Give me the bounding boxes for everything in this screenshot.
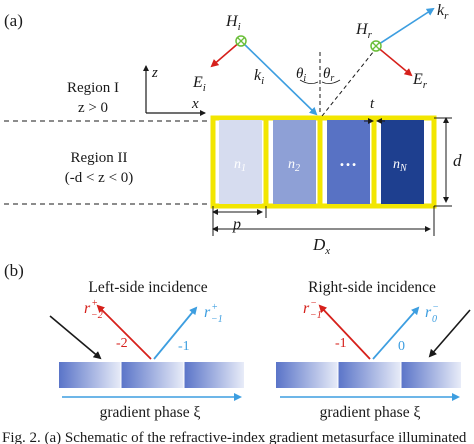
right-reflected-red-arrow [318,304,371,360]
right-r-red-label: r−−1 [303,298,322,321]
ki-label: ki [254,67,264,87]
region-1-condition: z > 0 [78,100,108,116]
cell-2-label: n2 [288,157,300,174]
kr-label: kr [437,2,449,22]
unit-cell-n1 [219,120,262,204]
t-label: t [370,96,375,112]
region-2-title: Region II [70,150,127,166]
left-gradient-metasurface [59,362,244,388]
theta-i-label: θi [296,66,306,84]
right-gradient-caption: gradient phase ξ [320,404,421,421]
cell-ellipsis-label: … [339,150,357,170]
reflected-direction [321,45,379,117]
left-r-red-label: r+−2 [84,298,103,321]
axis-z-label: z [151,65,158,81]
left-reflected-red-arrow [96,304,152,360]
right-r-blue-label: r−0 [425,302,439,325]
theta-r-label: θr [323,66,334,84]
incident-h-symbol [235,35,247,47]
hi-label: Hi [225,13,241,33]
reflected-e-vector [375,45,413,77]
angle-arc-reflected [321,79,341,84]
left-incidence-title: Left-side incidence [88,279,207,296]
dx-label: Dx [312,235,330,257]
coordinate-axes [143,65,206,116]
metasurface-frame [210,115,437,209]
cell-1-label: n1 [234,157,246,174]
left-incident-arrow [49,315,102,360]
figure-caption: Fig. 2. (a) Schematic of the refractive-… [2,430,467,444]
region-1-title: Region I [67,80,119,96]
right-incident-arrow [428,309,471,358]
panel-a-label: (a) [4,11,23,30]
incident-e-vector [210,40,242,68]
incident-k-vector [240,40,318,116]
right-order-red: -1 [335,336,347,351]
left-r-blue-label: r+−1 [204,302,223,325]
axis-x-label: x [191,96,199,112]
unit-cell-ellipsis [327,120,370,204]
panel-b-label: (b) [4,261,24,280]
left-gradient-caption: gradient phase ξ [100,404,201,421]
right-incidence-title: Right-side incidence [308,279,436,296]
right-gradient-metasurface [276,362,461,388]
left-reflected-blue-arrow [153,306,198,360]
right-reflected-blue-arrow [372,306,420,360]
ei-label: Ei [192,74,206,94]
hr-label: Hr [355,21,373,41]
left-order-blue: -1 [178,339,190,354]
left-order-red: -2 [116,336,128,351]
cell-n-label: nN [393,157,408,174]
right-order-blue: 0 [398,339,405,354]
p-label: p [232,216,241,233]
region-2-condition: (-d < z < 0) [65,170,134,186]
angle-arc-incident [299,79,319,84]
reflected-k-vector [375,7,435,47]
d-label: d [453,151,462,170]
unit-cell-nN [381,120,424,204]
unit-cell-n2 [273,120,316,204]
reflected-h-symbol [370,40,382,52]
er-label: Er [412,71,428,91]
